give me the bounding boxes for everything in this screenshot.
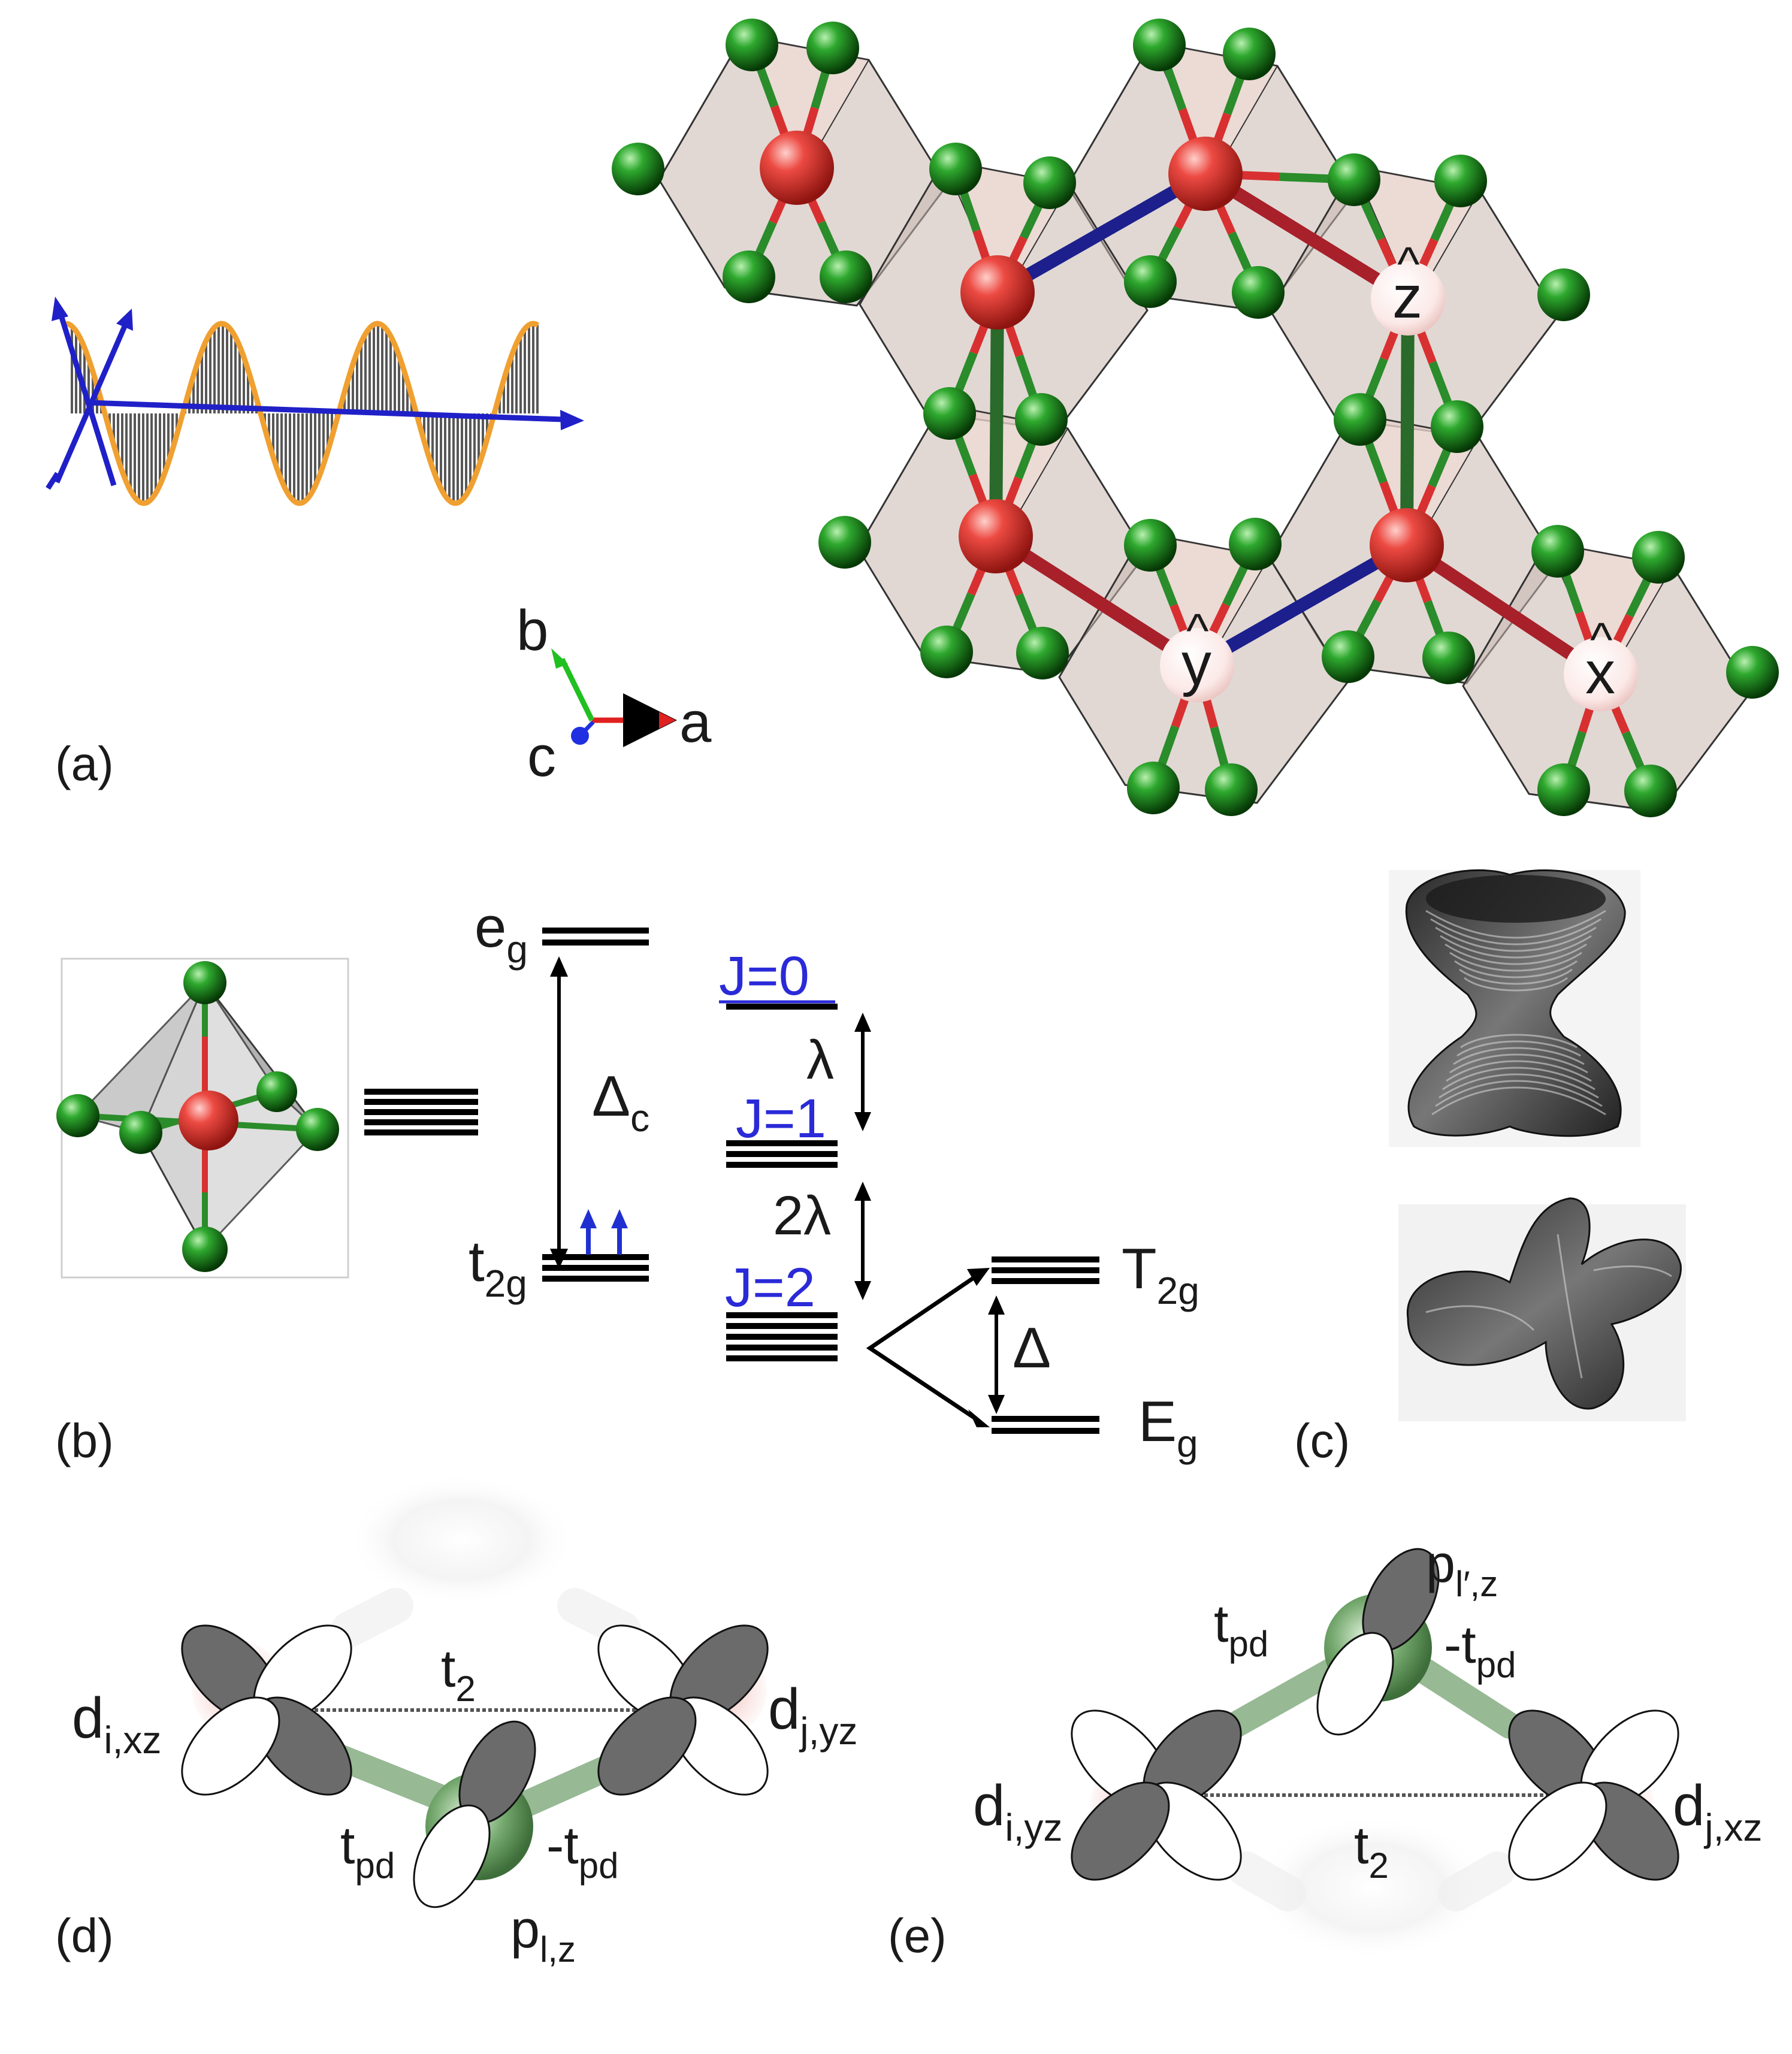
level-arrows [550,956,1005,1427]
b-axis-arrowhead [551,648,568,669]
t2g-label: t2g [469,1230,527,1305]
orbital-shape-upper [1389,869,1640,1147]
two-lambda-label: 2λ [773,1185,831,1246]
p-l-prime-label: pl′,z [1426,1534,1498,1604]
spin-up-arrows [580,1209,628,1255]
tpd-label-e: tpd [1214,1594,1268,1664]
panel-label-a: (a) [55,737,114,790]
octahedron-inset [56,957,349,1279]
j2-label: J=2 [725,1257,815,1318]
spin-spiral-illustration [46,297,584,506]
t2-label: t2 [441,1639,476,1709]
tpd-label: tpd [340,1816,395,1886]
panel-label-d: (d) [55,1909,114,1962]
panel-label-e: (e) [888,1909,947,1962]
labels-d: di,xz dj,yz t2 tpd -tpd pl,z [72,1639,857,1970]
T2g-label: T2g [1122,1237,1199,1312]
site-label-x: x [1585,639,1615,706]
d-j-label: dj,yz [768,1677,857,1753]
d-i-label: di,xz [72,1686,161,1762]
minus-tpd-label: -tpd [546,1816,619,1886]
c-axis-label: c [527,724,556,789]
site-hat-x: ^ [1590,613,1613,666]
site-label-z: z [1392,264,1422,331]
eg-label: eg [475,895,528,971]
b-axis-arrow [559,658,595,721]
j1-label: J=1 [736,1088,826,1149]
hopping-diagram-e [1071,1548,1679,1959]
delta-c-label: Δc [592,1064,649,1140]
d-i-label-e: di,yz [973,1774,1062,1849]
a-axis-arrowhead [659,712,676,729]
energy-level-diagram [364,928,1099,1434]
b-axis-label: b [516,599,548,663]
Eg-label: Eg [1138,1390,1198,1465]
labels-e: di,yz dj,xz t2 tpd -tpd pl′,z [973,1534,1762,1886]
lambda-label: λ [806,1029,834,1091]
delta-label: Δ [1013,1316,1051,1380]
panel-label-b: (b) [55,1414,114,1467]
p-l-label: pl,z [510,1899,576,1970]
honeycomb-crystal-structure: z^y^x^ [612,19,1779,817]
orbital-shape-lower [1398,1197,1686,1421]
level-labels: eg t2g Δc J=0 J=1 J=2 λ 2λ Δ T2g Eg [469,895,1199,1465]
panel-label-c: (c) [1294,1414,1350,1467]
c-axis-line [578,720,595,738]
site-label-y: y [1181,630,1211,697]
t2-label-e: t2 [1354,1816,1389,1886]
j0-label: J=0 [719,946,809,1007]
d-j-label-e: dj,xz [1673,1774,1762,1849]
site-hat-z: ^ [1397,237,1420,291]
site-hat-y: ^ [1186,604,1209,657]
hopping-diagram-d [181,1474,769,1908]
a-axis-label: a [679,690,712,754]
minus-tpd-label-e: -tpd [1444,1615,1516,1685]
axes-triad: a b c [516,599,712,789]
